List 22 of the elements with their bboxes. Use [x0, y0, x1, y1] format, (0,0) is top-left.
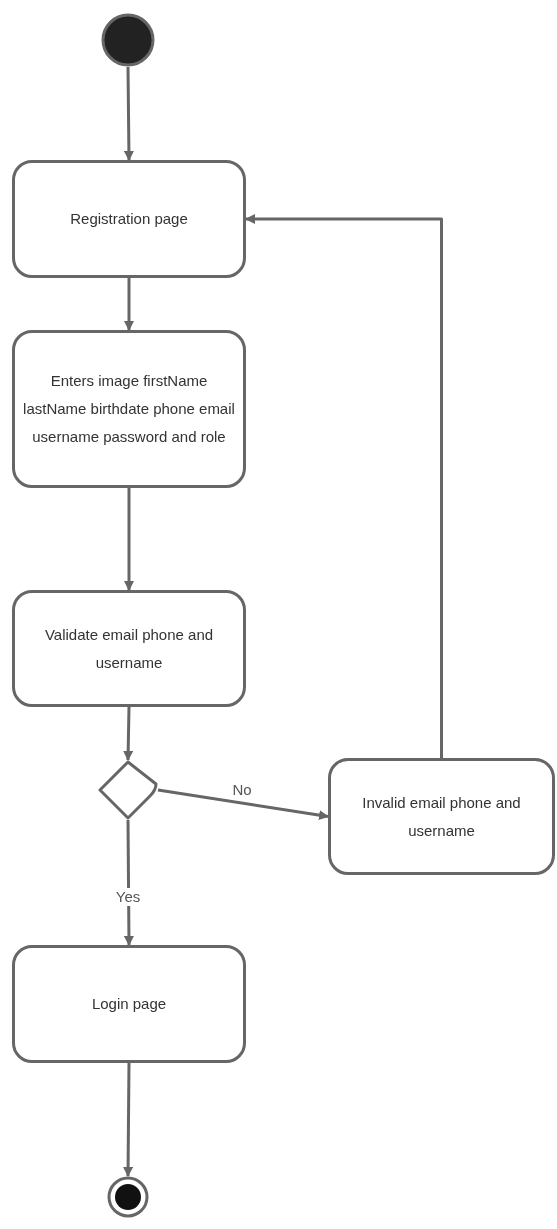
activity-box: [12, 160, 246, 278]
activity-box: [12, 590, 246, 707]
arrow: [123, 1063, 134, 1177]
activity-label: Enters image firstName lastName birthdate phone email username password and role: [23, 371, 235, 447]
activity-label: Validate email phone and username: [43, 624, 215, 673]
final-node: [107, 1176, 149, 1218]
edge-label: Yes: [113, 888, 143, 906]
activity-box: [12, 945, 246, 1063]
activity-label: Invalid email phone and username: [361, 792, 522, 841]
activity-box: [12, 330, 246, 488]
decision-diamond: [98, 760, 158, 820]
arrow: [123, 67, 134, 161]
arrow: [157, 788, 329, 821]
arrow: [124, 278, 134, 331]
activity-label: Login page: [91, 994, 167, 1014]
activity-label: Registration page: [70, 209, 188, 229]
arrow: [124, 488, 134, 591]
activity-box: [328, 758, 555, 875]
arrow: [123, 706, 134, 761]
initial-node: [101, 13, 155, 67]
arrow: [123, 820, 134, 946]
arrow: [245, 214, 443, 758]
